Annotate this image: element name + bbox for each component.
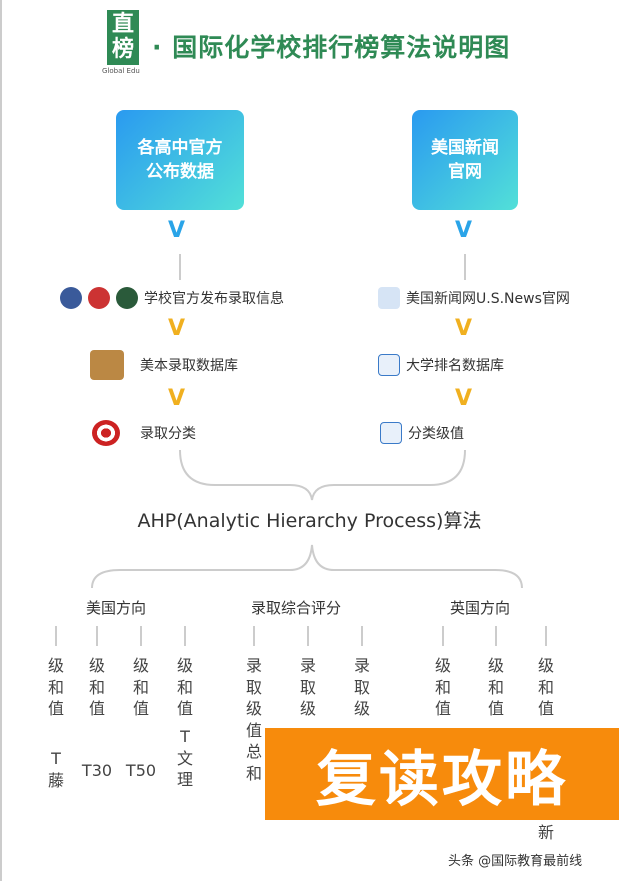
- column-tick: [545, 626, 547, 646]
- group-composite: 录取综合评分: [251, 599, 342, 617]
- column-tick: [307, 626, 309, 646]
- step-label: 录取分类: [140, 426, 196, 442]
- left-step-2: 美本录取数据库: [90, 350, 238, 380]
- column-tick: [253, 626, 255, 646]
- target-icon: [92, 420, 120, 446]
- column-label: 级和值: [132, 656, 149, 718]
- chevron-down-icon: V: [168, 316, 186, 341]
- logo: 直榜: [107, 10, 139, 65]
- column-label: 级和值: [176, 656, 193, 718]
- newspaper-icon: [378, 287, 400, 309]
- connector: [179, 254, 181, 280]
- logo-subtitle: Global Edu: [102, 67, 140, 75]
- brace-connectors: [91, 449, 523, 589]
- column-tick: [140, 626, 142, 646]
- column-label: 级和值: [537, 656, 554, 718]
- column-label: 级和值: [434, 656, 451, 718]
- column-label: 录取级: [353, 656, 370, 718]
- column-label: 级和值: [88, 656, 105, 718]
- column-tier: T文理: [176, 727, 193, 789]
- chevron-down-icon: V: [455, 316, 473, 341]
- step-label: 分类级值: [408, 426, 464, 442]
- column-label: 录取级: [299, 656, 316, 718]
- school-badge-icon: [60, 287, 82, 309]
- group-uk: 英国方向: [450, 599, 511, 617]
- column-tick: [442, 626, 444, 646]
- right-step-2: 大学排名数据库: [378, 354, 504, 376]
- right-step-1: 美国新闻网U.S.News官网: [378, 287, 570, 309]
- step-label: 美本录取数据库: [140, 358, 238, 374]
- banner-overlay: 复读攻略: [265, 728, 619, 820]
- source-box-usnews: 美国新闻 官网: [412, 110, 518, 210]
- left-border: [0, 0, 2, 881]
- column-tier: 新: [537, 823, 554, 842]
- step-label: 大学排名数据库: [406, 358, 504, 374]
- column-tier: T50: [125, 761, 157, 780]
- column-tier: T藤: [47, 749, 64, 790]
- column-label: 录取级值总和: [245, 656, 262, 783]
- column-label: 级和值: [487, 656, 504, 718]
- books-graduation-icon: [90, 350, 124, 380]
- school-badge-icon: [116, 287, 138, 309]
- chevron-down-icon: V: [168, 218, 186, 243]
- column-tick: [361, 626, 363, 646]
- source-box-high-school: 各高中官方 公布数据: [116, 110, 244, 210]
- school-badge-icon: [88, 287, 110, 309]
- step-label: 美国新闻网U.S.News官网: [406, 291, 570, 307]
- step-label: 学校官方发布录取信息: [144, 291, 284, 307]
- column-tier: T30: [81, 761, 113, 780]
- column-tick: [96, 626, 98, 646]
- column-tick: [495, 626, 497, 646]
- watermark: 头条 @国际教育最前线: [448, 854, 583, 869]
- left-step-3: 录取分类: [92, 420, 196, 446]
- column-tick: [55, 626, 57, 646]
- group-us: 美国方向: [86, 599, 147, 617]
- algorithm-label: AHP(Analytic Hierarchy Process)算法: [137, 510, 482, 532]
- right-step-3: 分类级值: [380, 422, 464, 444]
- column-tick: [184, 626, 186, 646]
- chart-icon: [380, 422, 402, 444]
- column-label: 级和值: [47, 656, 64, 718]
- chevron-down-icon: V: [168, 386, 186, 411]
- left-step-1: 学校官方发布录取信息: [60, 287, 284, 309]
- hierarchy-icon: [378, 354, 400, 376]
- connector: [464, 254, 466, 280]
- chevron-down-icon: V: [455, 386, 473, 411]
- page-title: · 国际化学校排行榜算法说明图: [152, 33, 511, 62]
- chevron-down-icon: V: [455, 218, 473, 243]
